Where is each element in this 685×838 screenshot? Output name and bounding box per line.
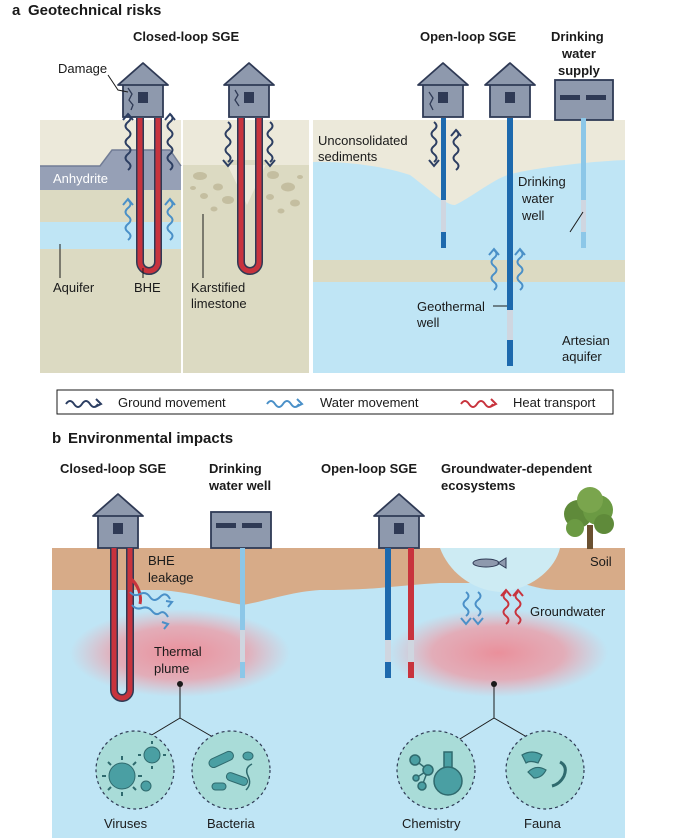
- panel-b: b Environmental impacts Closed-loop SGE …: [52, 430, 625, 838]
- viruses-circle: [95, 730, 175, 810]
- virus-icon: [108, 746, 161, 792]
- label-bhe-leakage-1: BHE: [148, 553, 175, 568]
- label-fauna: Fauna: [524, 816, 562, 831]
- house-icon: [117, 62, 169, 118]
- label-bhe: BHE: [134, 280, 161, 295]
- header-drinking-supply-2: water: [561, 46, 596, 61]
- panel-b-letter: b: [52, 430, 61, 447]
- legend-water-icon: [266, 398, 304, 408]
- legend-water-label: Water movement: [320, 395, 419, 410]
- water-movement-arrows: [129, 591, 484, 630]
- label-unconsolidated-1: Unconsolidated: [318, 133, 408, 148]
- header-closed-loop-a: Closed-loop SGE: [133, 29, 240, 44]
- water-supply-building-icon: [554, 79, 614, 121]
- connector-dot: [491, 681, 497, 687]
- legend-ground-icon: [65, 398, 103, 408]
- label-karstified-2: limestone: [191, 296, 247, 311]
- label-geothermal-well-1: Geothermal: [417, 299, 485, 314]
- bacteria-icon: [208, 750, 254, 791]
- ground-movement-arrows: [122, 112, 462, 171]
- tree-icon: [564, 487, 614, 549]
- label-aquifer: Aquifer: [53, 280, 95, 295]
- legend-ground-label: Ground movement: [118, 395, 226, 410]
- heat-transport-arrows: [500, 588, 524, 625]
- label-bacteria: Bacteria: [207, 816, 255, 831]
- header-drinking-supply-3: supply: [558, 63, 601, 78]
- house-icon: [92, 493, 144, 549]
- crack-icon: [127, 87, 134, 111]
- header-gde-2: ecosystems: [441, 478, 515, 493]
- fauna-circle: [505, 730, 585, 810]
- house-icon: [373, 493, 425, 549]
- label-viruses: Viruses: [104, 816, 148, 831]
- crack-icon: [234, 89, 240, 107]
- well-icon: [441, 118, 446, 248]
- label-artesian-2: aquifer: [562, 349, 602, 364]
- virus-spikes: [102, 741, 166, 796]
- label-thermal-plume-2: plume: [154, 661, 189, 676]
- header-drinking-well-b-1: Drinking: [209, 461, 262, 476]
- panel-a-letter: a: [12, 2, 21, 19]
- header-open-loop-b: Open-loop SGE: [321, 461, 417, 476]
- label-unconsolidated-2: sediments: [318, 149, 378, 164]
- header-open-loop-a: Open-loop SGE: [420, 29, 516, 44]
- legend-heat-label: Heat transport: [513, 395, 596, 410]
- label-drinking-well-1: Drinking: [518, 174, 566, 189]
- label-anhydrite: Anhydrite: [53, 171, 108, 186]
- panel-a-title: Geotechnical risks: [28, 2, 161, 19]
- drinking-water-well-icon: [240, 548, 245, 678]
- chemistry-circle: [396, 730, 476, 810]
- label-karstified-1: Karstified: [191, 280, 245, 295]
- label-drinking-well-2: water: [521, 191, 554, 206]
- drinking-water-well-icon: [581, 118, 586, 248]
- gde-pond: [440, 548, 560, 592]
- water-movement-arrows: [122, 197, 526, 291]
- crack-icon: [428, 91, 434, 111]
- label-bhe-leakage-2: leakage: [148, 570, 194, 585]
- fauna-icon: [521, 751, 567, 788]
- panel-a: a Geotechnical risks Closed-loop SGE Ope…: [12, 2, 625, 373]
- header-gde-1: Groundwater-dependent: [441, 461, 593, 476]
- bhe-leak: [129, 576, 142, 605]
- header-drinking-supply-1: Drinking: [551, 29, 604, 44]
- header-closed-loop-b: Closed-loop SGE: [60, 461, 167, 476]
- thermal-plume-left: [70, 609, 290, 697]
- connector-dot: [177, 681, 183, 687]
- label-thermal-plume-1: Thermal: [154, 644, 202, 659]
- label-groundwater: Groundwater: [530, 604, 606, 619]
- bhe-tube: [137, 118, 161, 274]
- label-chemistry: Chemistry: [402, 816, 461, 831]
- geothermal-well-icon: [507, 118, 513, 366]
- house-icon: [484, 62, 536, 118]
- label-drinking-well-3: well: [521, 208, 545, 223]
- bhe-tube: [238, 118, 262, 274]
- label-artesian-1: Artesian: [562, 333, 610, 348]
- open-loop-well-icon: [385, 548, 414, 678]
- panel-b-title: Environmental impacts: [68, 430, 233, 447]
- label-soil: Soil: [590, 554, 612, 569]
- label-geothermal-well-2: well: [416, 315, 440, 330]
- legend: Ground movement Water movement Heat tran…: [56, 389, 614, 415]
- leader-lines: [59, 74, 584, 307]
- bacteria-circle: [191, 730, 271, 810]
- legend-heat-icon: [460, 398, 498, 408]
- molecule-icon: [409, 754, 434, 791]
- house-icon: [223, 62, 275, 118]
- fish-icon: [472, 557, 507, 569]
- thermal-plume-right: [388, 609, 608, 697]
- ground-block-open-loop: [313, 120, 625, 373]
- ground-block-karst: [183, 120, 309, 373]
- house-icon: [417, 62, 469, 118]
- flask-icon: [433, 751, 463, 796]
- drinking-well-building-icon: [210, 511, 272, 549]
- bhe-tube: [111, 548, 133, 701]
- header-drinking-well-b-2: water well: [208, 478, 271, 493]
- label-damage: Damage: [58, 61, 107, 76]
